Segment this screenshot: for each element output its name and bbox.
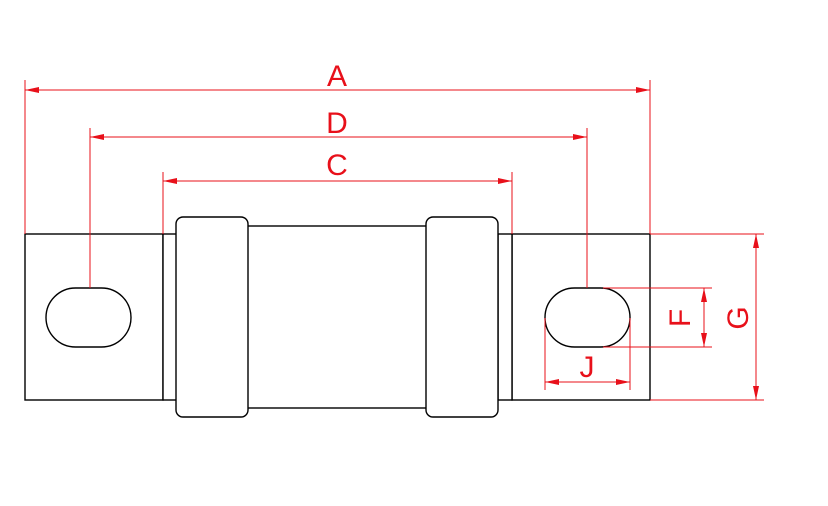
right-mounting-slot: [544, 287, 631, 348]
dimension-label-f: F: [664, 309, 697, 327]
dimension-label-d: D: [326, 107, 348, 140]
left-mounting-slot: [45, 287, 132, 348]
dimension-g: G: [650, 233, 764, 401]
dimension-label-j: J: [580, 351, 595, 384]
fuse-barrel: [245, 225, 429, 409]
dimension-f: F: [603, 287, 712, 348]
right-shoulder: [497, 233, 513, 401]
left-end-cap: [175, 216, 249, 418]
dimension-d: D: [89, 107, 588, 288]
dimension-label-c: C: [326, 149, 348, 182]
right-end-cap: [425, 216, 499, 418]
dimension-label-a: A: [327, 60, 347, 93]
dimension-j: J: [544, 318, 631, 390]
dimension-label-g: G: [722, 306, 755, 329]
fuse-outline: [24, 216, 651, 418]
dimension-a: A: [24, 60, 651, 234]
dimension-c: C: [162, 149, 513, 234]
left-shoulder: [162, 233, 178, 401]
